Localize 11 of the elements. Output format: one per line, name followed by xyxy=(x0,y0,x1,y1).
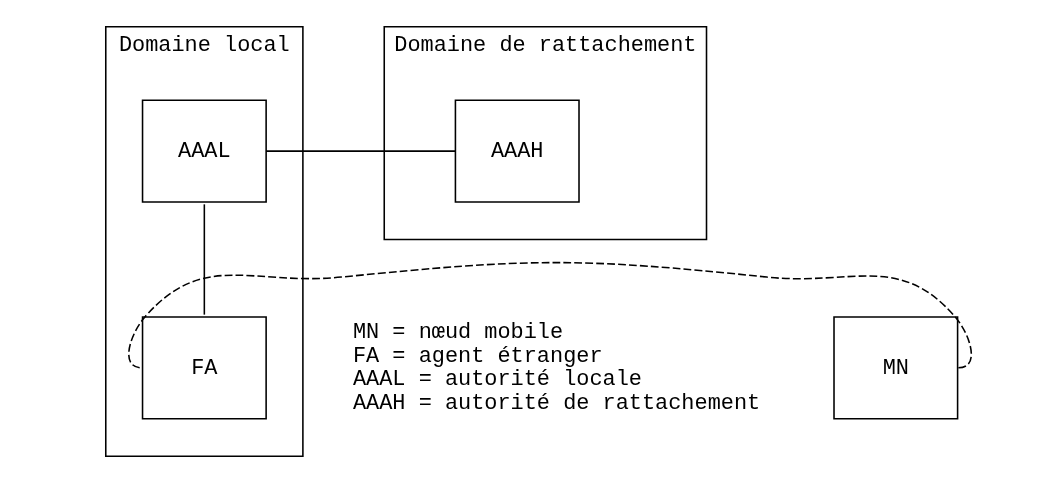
node-box: AAAL xyxy=(141,99,267,203)
label: AAAL = autorité locale xyxy=(352,367,642,393)
label: MN = nœud mobile xyxy=(352,320,563,346)
label: FA = agent étranger xyxy=(352,343,603,369)
connector xyxy=(203,203,205,316)
node-box: FA xyxy=(141,316,267,420)
connector xyxy=(127,261,972,369)
connector xyxy=(264,150,456,152)
node-box: MN xyxy=(832,316,958,420)
node-box: AAAH xyxy=(454,99,580,203)
label: AAAH = autorité de rattachement xyxy=(352,390,760,416)
